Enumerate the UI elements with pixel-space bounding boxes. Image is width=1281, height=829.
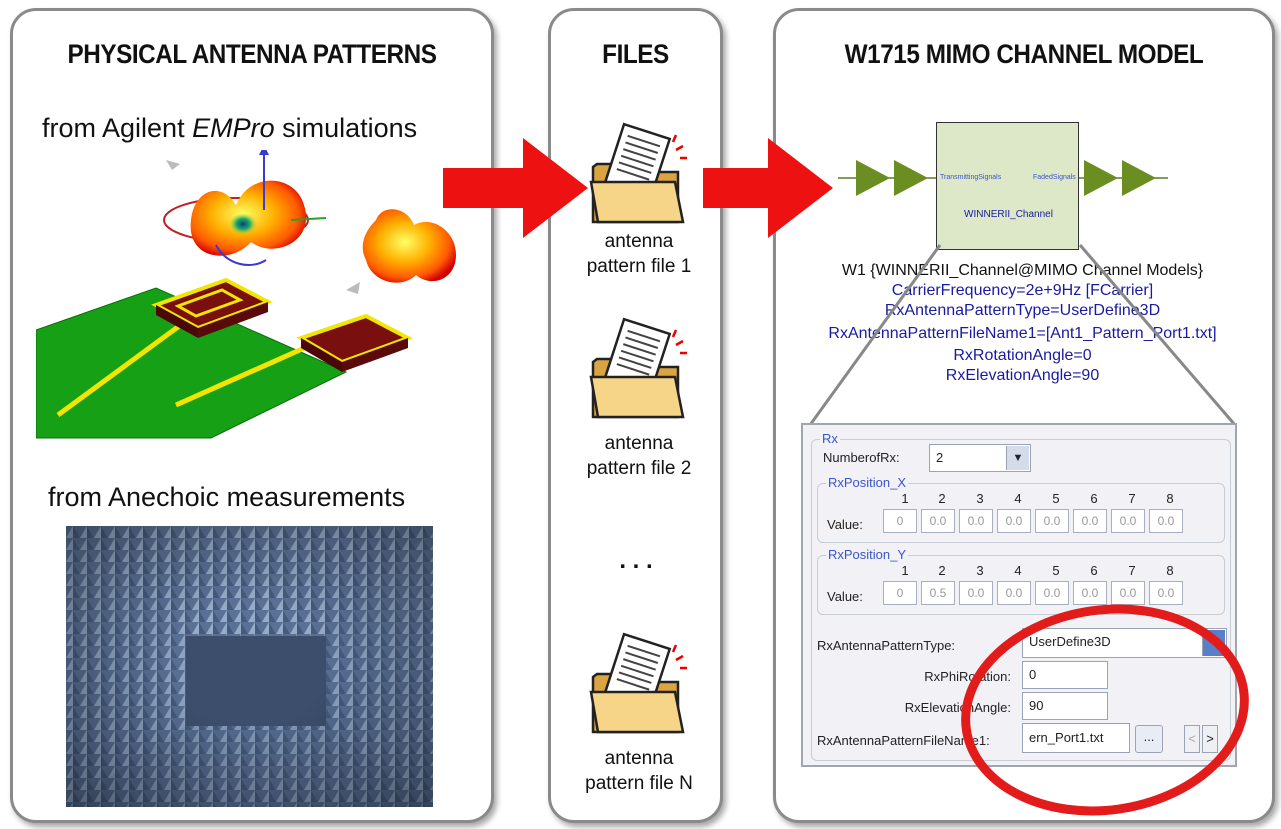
- measurement-subtitle: from Anechoic measurements: [48, 482, 406, 512]
- rx-position-y-value-cell[interactable]: 0.5: [921, 581, 955, 605]
- phi-rotation-input[interactable]: 0: [1022, 661, 1108, 689]
- pattern-type-label: RxAntennaPatternType:: [817, 638, 956, 653]
- output-signal-arrow-icon: [1122, 160, 1156, 196]
- param-pattern-file: RxAntennaPatternFileName1=[Ant1_Pattern_…: [828, 325, 1217, 342]
- rx-position-x-value-cell[interactable]: 0.0: [1111, 509, 1145, 533]
- file-label-n: antenna pattern file N: [585, 748, 693, 794]
- flow-arrow-right-icon: [443, 138, 588, 238]
- pattern-file-name-label: RxAntennaPatternFileName1:: [817, 733, 990, 748]
- rx-position-y-value-label: Value:: [827, 589, 863, 604]
- rx-position-x-column-header: 1: [901, 491, 909, 506]
- rx-position-x-value-cell[interactable]: 0.0: [1073, 509, 1107, 533]
- rx-position-x-column-header: 7: [1128, 491, 1136, 506]
- rx-position-x-value-cell[interactable]: 0.0: [997, 509, 1031, 533]
- zoom-connector-lines: [808, 244, 1237, 426]
- flow-arrow-right-icon: [703, 138, 833, 238]
- rx-position-y-column-header: 4: [1014, 563, 1022, 578]
- rx-position-x-column-header: 8: [1166, 491, 1174, 506]
- pattern-file-name-input[interactable]: ern_Port1.txt: [1022, 723, 1130, 753]
- rx-position-y-column-header: 2: [938, 563, 946, 578]
- rx-position-y-value-cell[interactable]: 0.0: [1149, 581, 1183, 605]
- rx-position-x-value-cell[interactable]: 0.0: [1149, 509, 1183, 533]
- highlight-ellipse: [961, 604, 1249, 816]
- output-signal-arrow-icon: [1084, 160, 1118, 196]
- elevation-angle-input[interactable]: 90: [1022, 692, 1108, 720]
- feed-line-2: [174, 342, 313, 408]
- winner-channel-block[interactable]: TransmittingSignals FadedSignals WINNERI…: [936, 122, 1079, 250]
- rx-position-y-value-cell[interactable]: 0.0: [1073, 581, 1107, 605]
- elevation-angle-label: RxElevationAngle:: [904, 700, 1011, 715]
- instance-annotation: W1 {WINNERII_Channel@MIMO Channel Models…: [841, 262, 1204, 279]
- block-port-right-label: FadedSignals: [1033, 174, 1076, 181]
- browse-button[interactable]: ...: [1135, 725, 1163, 753]
- rx-position-x-value-cell[interactable]: 0.0: [959, 509, 993, 533]
- file-label-1: antenna pattern file 1: [586, 231, 692, 277]
- param-rotation-angle: RxRotationAngle=0: [953, 347, 1092, 364]
- ground-plane: [36, 287, 348, 439]
- input-signal-arrow-icon: [894, 160, 928, 196]
- anechoic-chamber-photo: [66, 526, 433, 807]
- rx-position-y-group: RxPosition_Y: [817, 547, 1225, 615]
- rx-position-y-column-header: 3: [976, 563, 984, 578]
- rx-position-y-value-cell[interactable]: 0.0: [959, 581, 993, 605]
- simulation-subtitle: from Agilent EMPro simulations: [42, 113, 418, 143]
- rx-position-y-value-cell[interactable]: 0: [883, 581, 917, 605]
- rx-position-x-value-cell[interactable]: 0: [883, 509, 917, 533]
- physical-patterns-title: PHYSICAL ANTENNA PATTERNS: [67, 39, 437, 69]
- block-name-label: WINNERII_Channel: [964, 209, 1053, 220]
- files-title: FILES: [602, 39, 669, 69]
- rx-position-y-column-header: 5: [1052, 563, 1060, 578]
- rx-position-y-column-header: 6: [1090, 563, 1098, 578]
- rx-position-x-column-header: 2: [938, 491, 946, 506]
- folder-file-icon: [589, 317, 687, 419]
- folder-file-icon: [589, 632, 687, 734]
- phi-rotation-label: RxPhiRotation:: [924, 669, 1011, 684]
- rx-position-x-legend: RxPosition_X: [826, 475, 909, 490]
- rx-position-x-group: RxPosition_X: [817, 475, 1225, 543]
- prev-button[interactable]: <: [1184, 725, 1200, 753]
- folder-file-icon: [589, 122, 687, 224]
- radiation-pattern-2: [346, 209, 456, 294]
- block-port-left-label: TransmittingSignals: [940, 174, 1002, 181]
- channel-block-schematic: [838, 160, 1168, 196]
- rx-position-y-value-cell[interactable]: 0.0: [1111, 581, 1145, 605]
- param-carrier-frequency: CarrierFrequency=2e+9Hz [FCarrier]: [891, 282, 1154, 299]
- rx-position-x-column-header: 6: [1090, 491, 1098, 506]
- rx-position-x-value-cell[interactable]: 0.0: [921, 509, 955, 533]
- radiation-pattern-1: [163, 150, 327, 266]
- number-of-rx-select[interactable]: 2 ▼: [929, 444, 1031, 472]
- pattern-type-select[interactable]: UserDefine3D: [1022, 628, 1227, 658]
- rx-position-y-column-header: 8: [1166, 563, 1174, 578]
- empro-simulation-illustration: [36, 150, 456, 439]
- rx-position-y-column-header: 7: [1128, 563, 1136, 578]
- rx-position-x-column-header: 4: [1014, 491, 1022, 506]
- rx-group: Rx: [811, 431, 1231, 761]
- file-label-2: antenna pattern file 2: [586, 433, 692, 479]
- rx-position-y-legend: RxPosition_Y: [826, 547, 909, 562]
- patch-antenna-2: [296, 313, 413, 372]
- rx-position-y-value-cell[interactable]: 0.0: [997, 581, 1031, 605]
- param-elevation-angle: RxElevationAngle=90: [945, 367, 1100, 384]
- chevron-down-icon[interactable]: ▼: [1006, 446, 1029, 470]
- rx-position-x-column-header: 3: [976, 491, 984, 506]
- rx-position-y-value-cell[interactable]: 0.0: [1035, 581, 1069, 605]
- rx-position-y-column-header: 1: [901, 563, 909, 578]
- number-of-rx-label: NumberofRx:: [823, 450, 900, 465]
- patch-antenna-1: [151, 277, 273, 338]
- mimo-channel-title: W1715 MIMO CHANNEL MODEL: [844, 39, 1204, 69]
- feed-line-1: [56, 307, 203, 418]
- param-pattern-type: RxAntennaPatternType=UserDefine3D: [884, 302, 1161, 319]
- rx-group-legend: Rx: [820, 431, 840, 446]
- files-ellipsis: . . .: [619, 547, 653, 574]
- next-button[interactable]: >: [1202, 725, 1218, 753]
- rx-parameters-dialog: Rx NumberofRx: 2 ▼ RxPosition_X Value: R…: [801, 423, 1237, 767]
- rx-position-x-value-cell[interactable]: 0.0: [1035, 509, 1069, 533]
- rx-position-x-value-label: Value:: [827, 517, 863, 532]
- rx-position-x-column-header: 5: [1052, 491, 1060, 506]
- input-signal-arrow-icon: [856, 160, 890, 196]
